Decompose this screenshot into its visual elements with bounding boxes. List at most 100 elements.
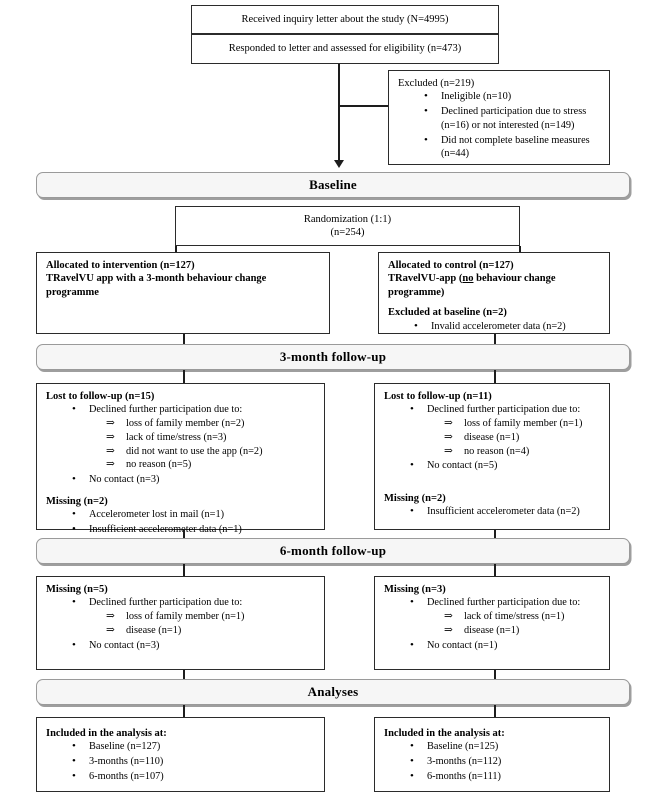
connector-6m-ctl-to-analyses: [494, 670, 496, 679]
box-responded-eligibility-text: Responded to letter and assessed for eli…: [228, 43, 462, 55]
list-item: Baseline (n=125): [410, 739, 601, 754]
box-analyses-control-title: Included in the analysis at:: [384, 728, 505, 739]
box-analyses-intervention-title: Included in the analysis at:: [46, 728, 167, 739]
connector-3m-ctl-to-6m: [494, 530, 496, 538]
list-item: 3-months (n=110): [72, 754, 316, 769]
box-randomization-line1: Randomization (1:1): [303, 213, 392, 225]
box-excluded: Excluded (n=219) Ineligible (n=10) Decli…: [388, 70, 610, 165]
list-item: Declined further participation due to: l…: [72, 402, 316, 472]
box-6month-control-missing-title: Missing (n=3): [384, 584, 446, 595]
arrowhead-to-baseline: [334, 160, 344, 168]
box-analyses-control: Included in the analysis at: Baseline (n…: [374, 717, 610, 792]
box-6month-control: Missing (n=3) Declined further participa…: [374, 576, 610, 670]
list-item: Baseline (n=127): [72, 739, 316, 754]
connector-6m-int-to-analyses: [183, 670, 185, 679]
box-responded-eligibility: Responded to letter and assessed for eli…: [191, 34, 499, 64]
stage-header-baseline: Baseline: [36, 172, 630, 198]
list-item: 6-months (n=111): [410, 769, 601, 784]
stage-header-3month: 3-month follow-up: [36, 344, 630, 370]
box-analyses-control-list: Baseline (n=125) 3-months (n=112) 6-mont…: [384, 739, 601, 784]
connector-3m-header-to-ctl: [494, 370, 496, 383]
box-allocated-control-title: Allocated to control (n=127): [388, 260, 514, 271]
box-allocated-control-desc-underline: no: [462, 273, 474, 285]
stage-header-6month-label: 6-month follow-up: [279, 543, 387, 558]
list-item: No contact (n=3): [72, 472, 316, 487]
declined-label: Declined further participation due to:: [89, 597, 243, 609]
list-item: Ineligible (n=10): [424, 89, 601, 104]
connector-analyses-header-to-int: [183, 705, 185, 717]
sublist-item: lack of time/stress (n=3): [106, 431, 316, 445]
list-item: Declined further participation due to: l…: [72, 595, 316, 637]
list-item: No contact (n=5): [410, 458, 601, 473]
box-3month-intervention-missing-list: Accelerometer lost in mail (n=1) Insuffi…: [46, 507, 316, 537]
connector-horizontal-to-excluded: [338, 105, 399, 107]
box-3month-control-lost-title: Lost to follow-up (n=11): [384, 391, 492, 402]
connector-3m-header-to-int: [183, 370, 185, 383]
box-6month-intervention-list: Declined further participation due to: l…: [46, 595, 316, 653]
sublist-item: lack of time/stress (n=1): [444, 610, 601, 624]
sublist-item: no reason (n=4): [444, 445, 601, 459]
box-allocated-control-desc-pre: TRavelVU-app (: [388, 273, 463, 285]
list-item: Insufficient accelerometer data (n=1): [72, 522, 316, 537]
sublist-item: disease (n=1): [444, 431, 601, 445]
stage-header-analyses-label: Analyses: [307, 684, 359, 699]
stage-header-6month: 6-month follow-up: [36, 538, 630, 564]
box-allocated-control-desc-post: behaviour change programme): [388, 273, 556, 298]
box-allocated-intervention-desc: TRavelVU app with a 3-month behaviour ch…: [46, 273, 267, 298]
box-received-inquiry-text: Received inquiry letter about the study …: [241, 13, 449, 25]
sublist-item: no reason (n=5): [106, 458, 316, 472]
stage-header-3month-label: 3-month follow-up: [279, 349, 387, 364]
box-received-inquiry: Received inquiry letter about the study …: [191, 5, 499, 34]
declined-label: Declined further participation due to:: [427, 597, 581, 609]
connector-rand-to-control: [519, 246, 521, 253]
box-allocated-control-desc: TRavelVU-app (no behaviour change progra…: [388, 272, 601, 299]
list-item: Declined participation due to stress (n=…: [424, 104, 601, 132]
stage-header-baseline-label: Baseline: [309, 177, 357, 192]
box-randomization: Randomization (1:1) (n=254): [175, 206, 520, 246]
sublist-item: loss of family member (n=2): [106, 417, 316, 431]
list-item: No contact (n=1): [410, 638, 601, 653]
box-3month-intervention-missing-title: Missing (n=2): [46, 495, 108, 507]
connector-analyses-header-to-ctl: [494, 705, 496, 717]
box-allocated-control-excluded-list: Invalid accelerometer data (n=2): [388, 319, 601, 334]
connector-rand-to-intervention: [175, 246, 177, 253]
declined-sublist: loss of family member (n=1) disease (n=1…: [89, 610, 316, 637]
connector-6m-header-to-ctl: [494, 564, 496, 576]
declined-sublist: lack of time/stress (n=1) disease (n=1): [427, 610, 601, 637]
list-item: Insufficient accelerometer data (n=2): [410, 504, 601, 519]
connector-alloc-int-to-3m: [183, 334, 185, 344]
box-allocated-control-excluded-title: Excluded at baseline (n=2): [388, 307, 507, 319]
connector-alloc-ctl-to-3m: [494, 334, 496, 344]
box-allocated-intervention: Allocated to intervention (n=127) TRavel…: [36, 252, 330, 334]
list-item: Invalid accelerometer data (n=2): [414, 319, 601, 334]
box-6month-control-list: Declined further participation due to: l…: [384, 595, 601, 653]
list-item: No contact (n=3): [72, 638, 316, 653]
box-randomization-line2: (n=254): [330, 227, 365, 238]
stage-header-analyses: Analyses: [36, 679, 630, 705]
connector-vertical-main: [338, 64, 340, 163]
box-3month-control-missing-title: Missing (n=2): [384, 492, 446, 504]
declined-sublist: loss of family member (n=1) disease (n=1…: [427, 417, 601, 458]
connector-6m-header-to-int: [183, 564, 185, 576]
sublist-item: disease (n=1): [444, 624, 601, 638]
sublist-item: loss of family member (n=1): [106, 610, 316, 624]
sublist-item: disease (n=1): [106, 624, 316, 638]
box-6month-intervention-missing-title: Missing (n=5): [46, 584, 108, 595]
box-excluded-title: Excluded (n=219): [398, 78, 475, 89]
box-allocated-control: Allocated to control (n=127) TRavelVU-ap…: [378, 252, 610, 334]
declined-sublist: loss of family member (n=2) lack of time…: [89, 417, 316, 472]
list-item: 6-months (n=107): [72, 769, 316, 784]
box-3month-control-declined-list: Declined further participation due to: l…: [384, 402, 601, 473]
declined-label: Declined further participation due to:: [89, 404, 243, 416]
list-item: Declined further participation due to: l…: [410, 402, 601, 458]
box-analyses-intervention-list: Baseline (n=127) 3-months (n=110) 6-mont…: [46, 739, 316, 784]
list-item: Did not complete baseline measures (n=44…: [424, 132, 601, 161]
sublist-item: did not want to use the app (n=2): [106, 445, 316, 459]
list-item: Declined further participation due to: l…: [410, 595, 601, 637]
sublist-item: loss of family member (n=1): [444, 417, 601, 431]
box-3month-intervention: Lost to follow-up (n=15) Declined furthe…: [36, 383, 325, 536]
box-3month-intervention-declined-list: Declined further participation due to: l…: [46, 402, 316, 487]
box-allocated-intervention-title: Allocated to intervention (n=127): [46, 260, 195, 271]
box-3month-control-missing-list: Insufficient accelerometer data (n=2): [384, 504, 601, 519]
